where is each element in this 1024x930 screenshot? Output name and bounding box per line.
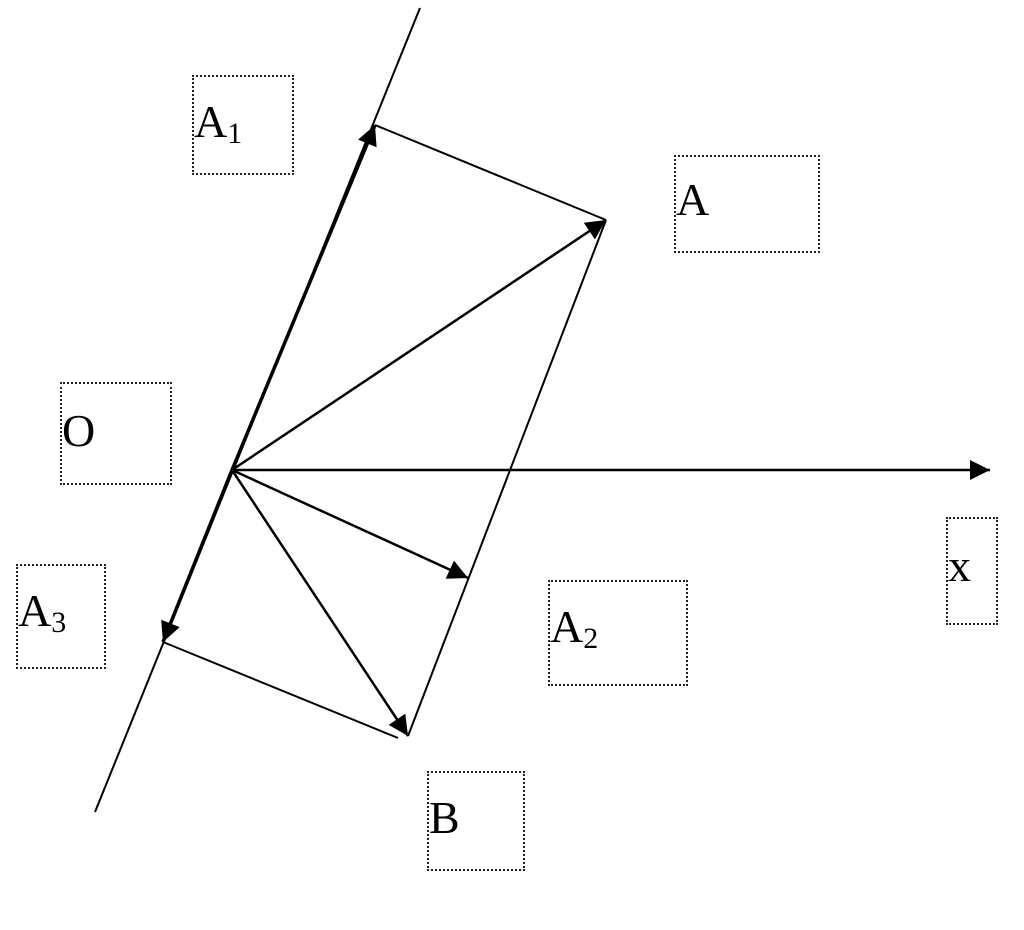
label-box-B: B (427, 771, 525, 871)
vector-OA1 (230, 124, 377, 471)
label-O-main: O (62, 405, 96, 456)
label-B: B (429, 795, 460, 841)
label-O: O (62, 408, 95, 454)
vector-OA2 (231, 468, 469, 580)
label-box-A1: A1 (192, 75, 294, 175)
label-A1: A1 (194, 99, 242, 149)
label-B-main: B (429, 792, 460, 843)
label-box-O: O (60, 382, 172, 485)
side-A3-B (162, 641, 399, 739)
label-A: A (676, 177, 709, 223)
label-A2: A2 (550, 604, 598, 654)
side-A1-A (374, 124, 607, 221)
label-A3-main: A (18, 585, 52, 636)
label-x-main: x (948, 540, 971, 591)
vector-OA3 (161, 469, 234, 643)
label-A-main: A (676, 174, 710, 225)
vector-OA (231, 218, 607, 472)
label-A1-sub: 1 (227, 117, 243, 150)
label-box-A3: A3 (16, 564, 106, 669)
label-A2-sub: 2 (583, 622, 599, 655)
label-box-x: x (946, 517, 998, 625)
label-box-A2: A2 (548, 580, 688, 686)
label-A1-main: A (194, 96, 228, 147)
label-A2-main: A (550, 601, 584, 652)
label-A3: A3 (18, 588, 66, 638)
label-box-A: A (674, 155, 820, 253)
label-A3-sub: 3 (51, 606, 67, 639)
label-x: x (948, 543, 971, 589)
vector-OB (230, 469, 410, 737)
side-A-B (407, 219, 607, 737)
